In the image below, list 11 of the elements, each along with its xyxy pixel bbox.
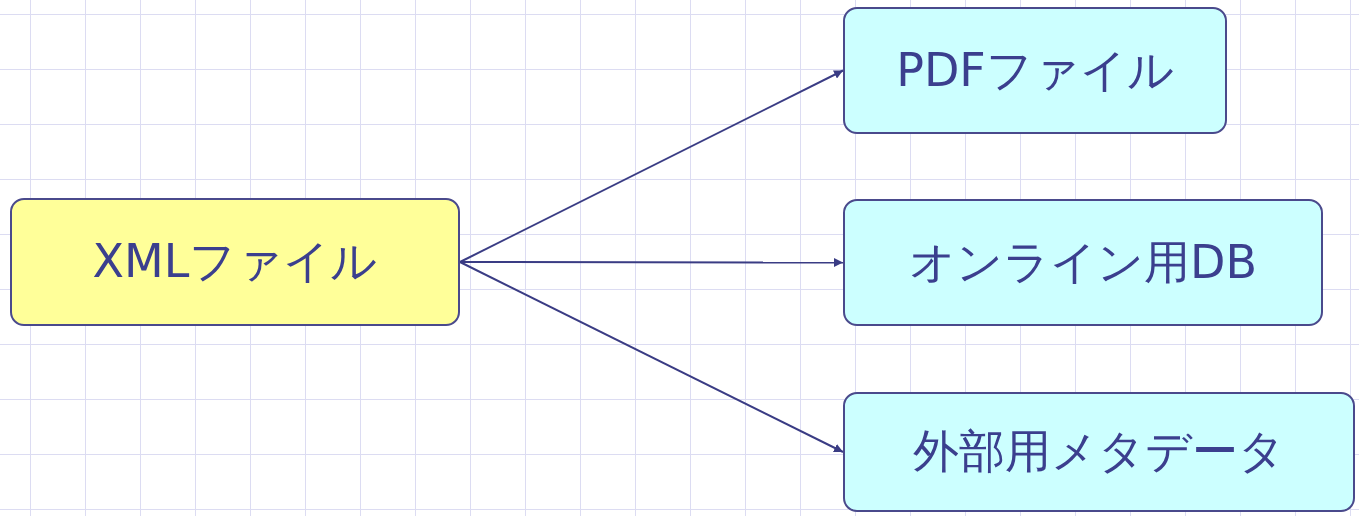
- process-box: [843, 392, 1355, 512]
- box-label: XMLファイル: [92, 233, 378, 290]
- box-label: 外部用メタデータ: [913, 423, 1285, 480]
- arrow: [459, 258, 844, 267]
- arrow: [459, 261, 844, 453]
- process-box: [843, 7, 1227, 134]
- arrow: [459, 69, 844, 263]
- process-box: [10, 198, 460, 326]
- process-box: [843, 199, 1323, 326]
- box-label: オンライン用DB: [909, 233, 1257, 291]
- box-label: PDFファイル: [896, 41, 1174, 99]
